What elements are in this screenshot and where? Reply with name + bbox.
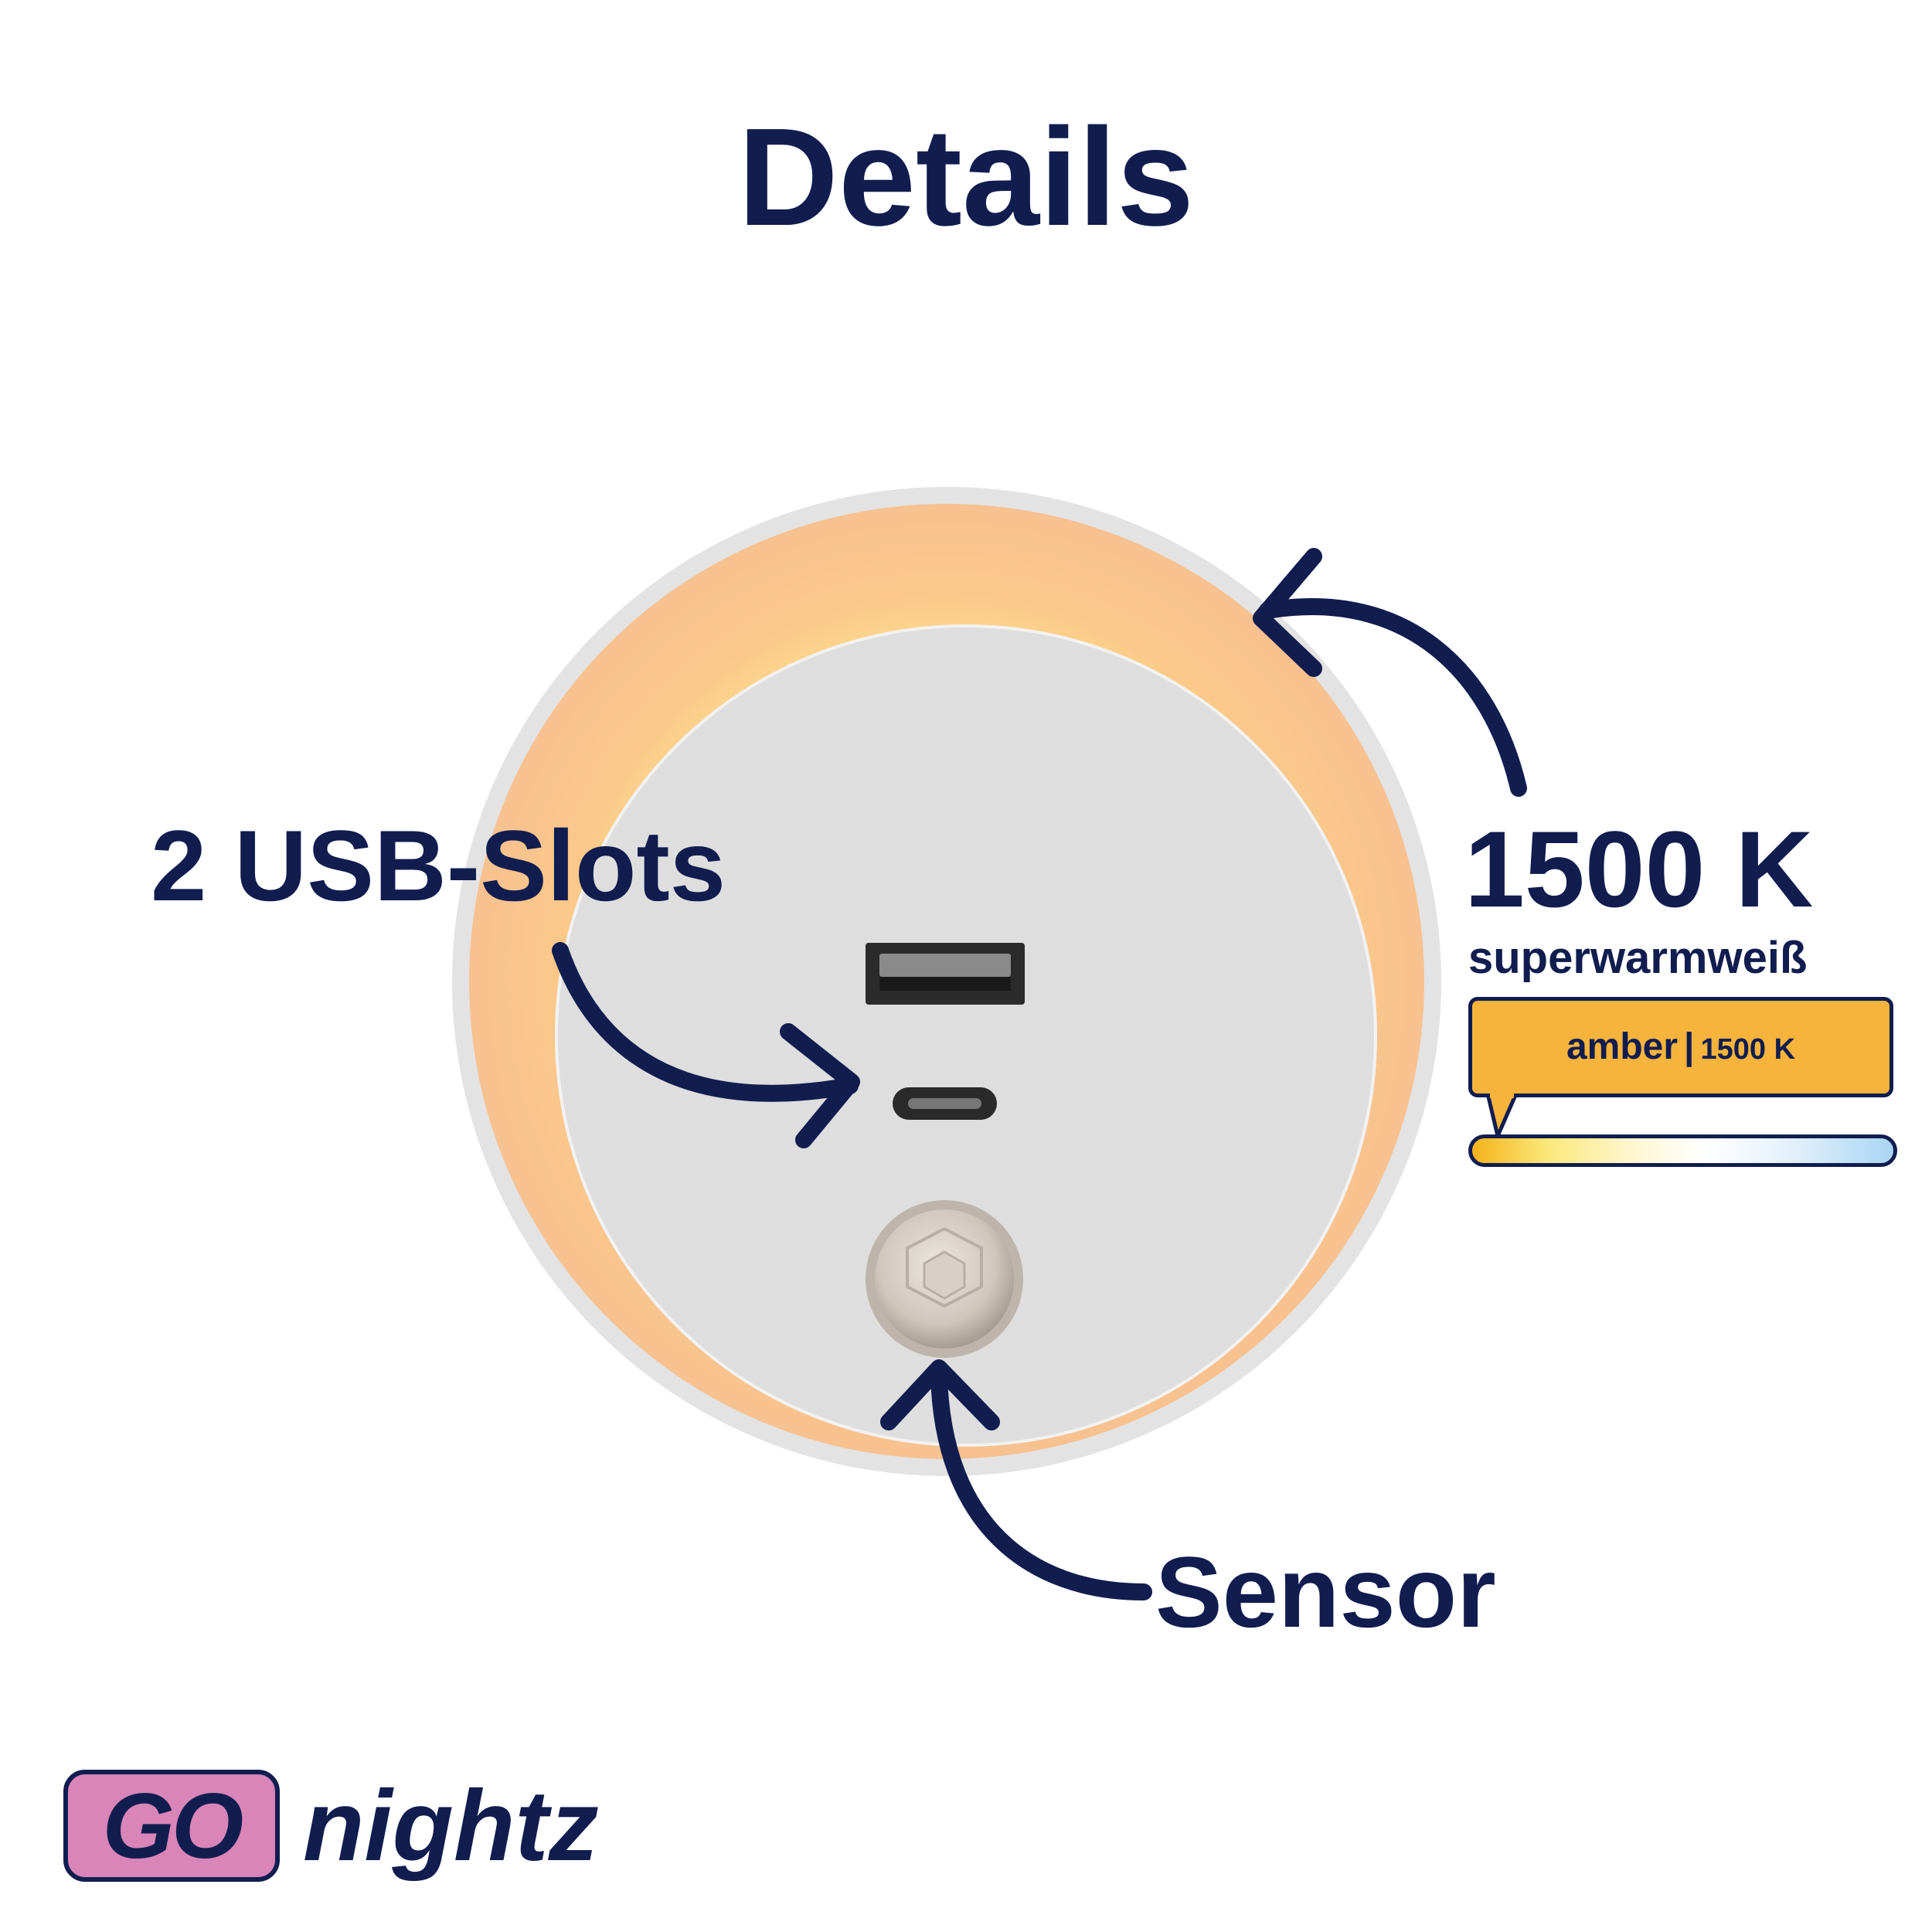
usb-a-port: [866, 943, 1025, 1005]
color-temperature-scale: [1468, 1134, 1897, 1167]
inner-plate: [556, 626, 1376, 1445]
ring-arrow: [1253, 548, 1527, 797]
color-tag-value: 1500 K: [1700, 1033, 1796, 1066]
logo-wordmark: nightz: [303, 1769, 599, 1882]
color-tag: amber|1500 K: [1468, 997, 1893, 1097]
sensor-arrow: [880, 1359, 1152, 1600]
color-tag-separator: |: [1684, 1026, 1695, 1067]
usb-c-port: [893, 1087, 997, 1120]
brand-logo: GO nightz: [63, 1770, 604, 1886]
logo-badge: GO: [63, 1770, 280, 1882]
logo-badge-text: GO: [102, 1774, 244, 1878]
color-tag-pointer: [1485, 1094, 1519, 1138]
color-temperature-label: 1500 K: [1464, 808, 1814, 930]
usb-slots-label: 2 USB-Slots: [151, 809, 726, 922]
color-tag-name: amber: [1566, 1026, 1679, 1067]
color-temperature-description: superwarmweiß: [1468, 933, 1808, 983]
page-title: Details: [737, 100, 1195, 255]
sensor-label: Sensor: [1155, 1536, 1496, 1648]
usb-arrow: [552, 942, 860, 1148]
motion-sensor: [866, 1200, 1023, 1358]
